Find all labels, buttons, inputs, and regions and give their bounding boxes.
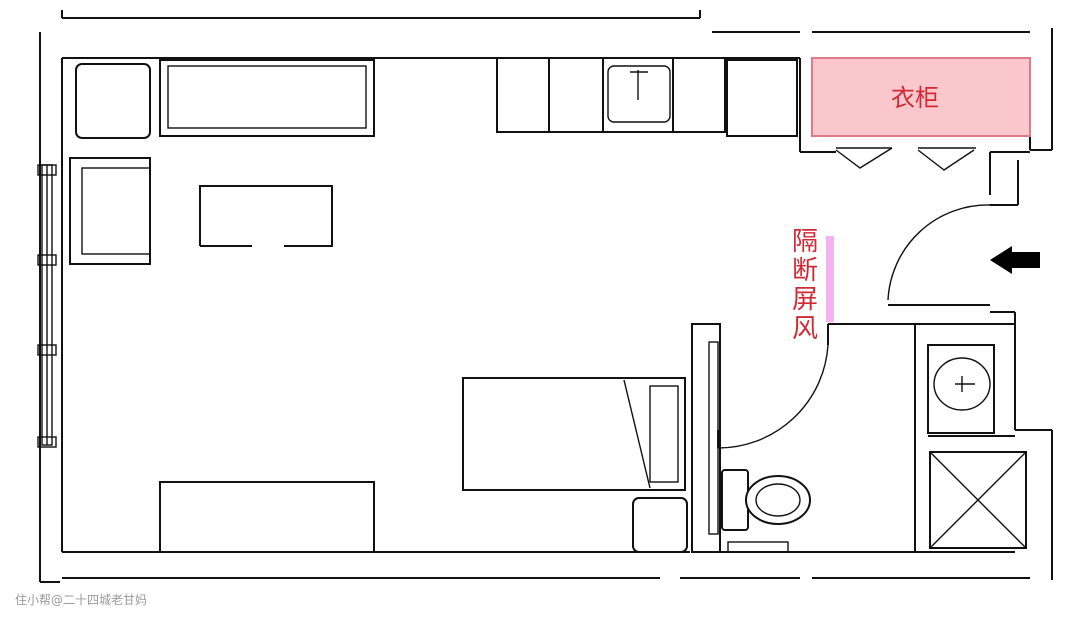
tv-cabinet — [159, 481, 375, 553]
partition-label-3: 屏 — [792, 285, 818, 315]
sofa — [159, 59, 375, 137]
bed — [462, 377, 688, 553]
basin — [933, 357, 991, 411]
watermark-text: 住小帮@二十四城老甘妈 — [15, 593, 147, 607]
furniture — [69, 59, 375, 553]
nightstand — [632, 497, 688, 553]
toilet-tank — [721, 469, 749, 531]
watermark: 住小帮@二十四城老甘妈 — [15, 593, 147, 607]
armchair — [75, 63, 151, 139]
wardrobe-label: 衣柜 — [891, 84, 939, 112]
arrow-left-icon — [990, 246, 1040, 274]
kitchen-sink — [607, 65, 671, 123]
kitchen-counter — [496, 57, 798, 137]
bathroom — [691, 323, 1027, 553]
entrance-door — [887, 204, 1015, 313]
partition-label-4: 风 — [792, 314, 818, 344]
partition-label-1: 隔 — [792, 227, 818, 257]
wardrobe: 衣柜 — [811, 57, 1031, 171]
partition-label-2: 断 — [792, 256, 818, 286]
desk — [199, 185, 333, 247]
toilet-bowl — [745, 475, 811, 525]
basin-cabinet — [927, 344, 995, 434]
side-chair — [69, 157, 151, 265]
window — [37, 164, 57, 448]
partition-screen: 隔 断 屏 风 — [792, 227, 834, 344]
